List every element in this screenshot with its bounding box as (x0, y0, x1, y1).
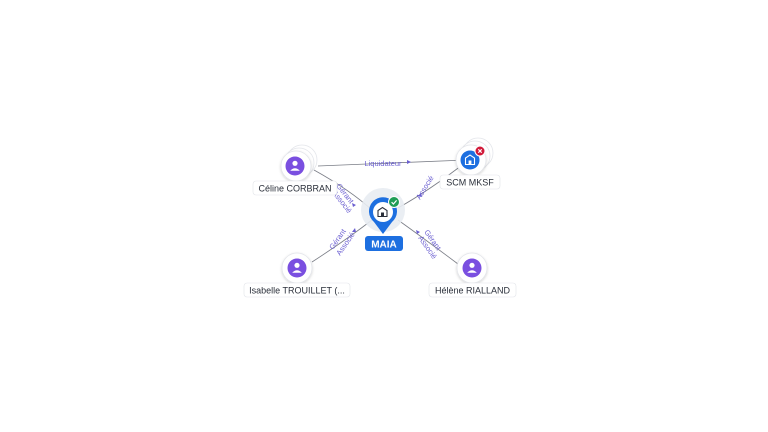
edge-label-associe: Associé (414, 174, 436, 201)
arrow-icon (416, 230, 420, 234)
node-scm-mksf[interactable]: SCM MKSF (439, 137, 501, 190)
edge-isabelle-maia[interactable]: Gérant Associé (311, 219, 373, 263)
building-icon (460, 150, 480, 170)
person-icon (285, 156, 305, 176)
close-icon (474, 145, 486, 157)
person-icon (462, 258, 482, 278)
node-helene-rialland[interactable]: Hélène RIALLAND (428, 252, 517, 298)
arrow-icon (352, 203, 356, 207)
building-icon (377, 206, 388, 218)
person-icon (287, 258, 307, 278)
edge-helene-maia[interactable]: Gérant Associé (397, 219, 459, 265)
node-isabelle-trouillet[interactable]: Isabelle TROUILLET (... (243, 252, 351, 298)
node-label: SCM MKSF (446, 178, 494, 188)
node-label: Hélène RIALLAND (435, 286, 511, 296)
check-icon (388, 196, 400, 208)
node-label: MAIA (371, 240, 397, 251)
node-maia[interactable]: MAIA (361, 188, 405, 251)
edge-celine-scm[interactable]: Liquidateur (317, 159, 467, 168)
node-label: Céline CORBRAN (258, 184, 331, 194)
arrow-icon (352, 228, 356, 232)
node-celine-corbran[interactable]: Céline CORBRAN (252, 144, 338, 196)
arrow-icon (407, 160, 411, 164)
arrow-icon (418, 193, 422, 197)
node-label: Isabelle TROUILLET (... (249, 286, 345, 296)
edge-label-liquidateur: Liquidateur (364, 159, 402, 168)
